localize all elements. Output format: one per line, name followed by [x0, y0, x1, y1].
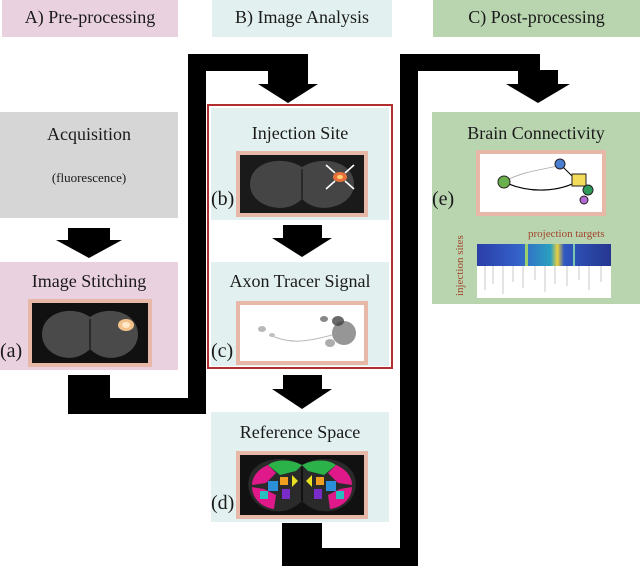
injection-site-title: Injection Site: [251, 123, 349, 143]
axon-signal-image: [240, 305, 364, 361]
injection-site-box: Injection Site (b): [211, 108, 389, 220]
header-post-processing: C) Post-processing: [433, 0, 640, 37]
arrow-into-connectivity: [506, 70, 570, 103]
image-stitching-box: Image Stitching (a): [0, 262, 178, 370]
acquisition-box: Acquisition (fluorescence): [0, 112, 178, 218]
reference-atlas-image: [240, 455, 364, 515]
stitching-image-frame: [28, 299, 152, 367]
brain-connectivity-box: Brain Connectivity (e) projection target…: [432, 112, 640, 304]
label-c: (c): [211, 340, 234, 362]
connectivity-graph-frame: [476, 150, 606, 216]
label-b: (b): [211, 188, 235, 210]
label-d: (d): [211, 492, 235, 514]
reference-image-frame: [236, 451, 368, 519]
label-e: (e): [432, 188, 455, 210]
connectivity-graph-image: [480, 154, 602, 212]
stitched-brain-image: [32, 303, 148, 363]
reference-space-title: Reference Space: [239, 422, 361, 442]
injection-brain-image: [240, 155, 364, 213]
arrow-into-injection: [258, 70, 318, 103]
matrix-y-label: injection sites: [454, 235, 466, 296]
image-stitching-title: Image Stitching: [31, 271, 147, 291]
analysis-highlight-border: [207, 104, 393, 369]
injection-image-frame: [236, 151, 368, 217]
header-pre-processing: A) Pre-processing: [2, 0, 178, 37]
arrow-acquisition-to-stitching: [56, 228, 122, 258]
connectivity-matrix-image: [477, 244, 611, 298]
axon-tracer-title: Axon Tracer Signal: [229, 271, 371, 291]
matrix-x-label: projection targets: [528, 228, 605, 240]
reference-space-box: Reference Space (d): [211, 412, 389, 522]
label-a: (a): [0, 340, 23, 362]
acquisition-title: Acquisition: [47, 124, 131, 144]
arrow-axon-to-reference: [272, 375, 332, 409]
brain-connectivity-title: Brain Connectivity: [467, 123, 605, 143]
axon-tracer-box: Axon Tracer Signal (c): [211, 262, 389, 366]
connector-reference-down: [282, 523, 322, 549]
header-image-analysis: B) Image Analysis: [212, 0, 392, 37]
connector-stitching-up: [68, 375, 110, 401]
acquisition-subtitle: (fluorescence): [51, 170, 127, 185]
axon-image-frame: [236, 301, 368, 365]
arrow-injection-to-axon: [272, 225, 332, 257]
